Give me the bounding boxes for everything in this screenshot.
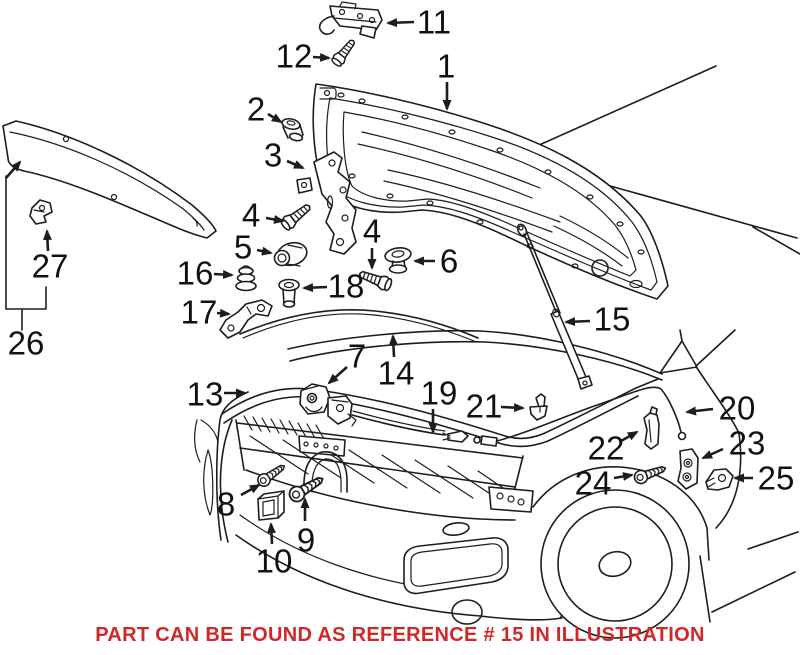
callout-6: 6 bbox=[440, 243, 458, 280]
part-21-clip-glyph bbox=[535, 393, 546, 408]
callout-3: 3 bbox=[264, 137, 282, 174]
callout-8: 8 bbox=[217, 486, 235, 523]
callout-17: 17 bbox=[181, 294, 218, 331]
callout-13: 13 bbox=[187, 376, 224, 413]
callout-23-arrow bbox=[701, 447, 724, 460]
part-18-sleeve-glyph bbox=[278, 278, 300, 308]
part-12-bolt-glyph bbox=[329, 35, 360, 69]
cable-rod-end bbox=[447, 430, 469, 443]
hood-panel bbox=[312, 83, 669, 300]
callout-12: 12 bbox=[276, 38, 313, 75]
part-25-clip-glyph bbox=[705, 468, 734, 491]
callout-23: 23 bbox=[729, 425, 766, 462]
part-2-grommet-glyph bbox=[281, 117, 304, 142]
callout-11: 11 bbox=[417, 4, 451, 41]
callout-10: 10 bbox=[256, 543, 293, 580]
part-22-release-handle-glyph bbox=[643, 406, 660, 450]
callout-1: 1 bbox=[437, 48, 455, 85]
wheel-hub bbox=[598, 550, 632, 578]
callout-9: 9 bbox=[297, 522, 315, 559]
part-11-safety-catch-glyph bbox=[318, 1, 383, 39]
callout-27-arrow bbox=[42, 229, 52, 252]
callout-5: 5 bbox=[234, 229, 252, 266]
callout-22-arrow bbox=[620, 430, 639, 443]
group-26-bracket bbox=[5, 175, 47, 331]
callout-10-arrow bbox=[266, 522, 276, 545]
callout-18-arrow bbox=[302, 283, 328, 293]
callout-22: 22 bbox=[588, 430, 625, 467]
callout-7-arrow bbox=[327, 366, 348, 385]
callout-20-arrow bbox=[685, 406, 714, 416]
callout-4-upper: 4 bbox=[242, 197, 260, 234]
part-10-sensor-glyph bbox=[257, 490, 285, 521]
callout-7: 7 bbox=[348, 338, 366, 375]
caption: PART CAN BE FOUND AS REFERENCE # 15 IN I… bbox=[95, 624, 705, 646]
callout-24-arrow bbox=[613, 472, 634, 481]
callout-24: 24 bbox=[575, 465, 612, 502]
callout-14: 14 bbox=[378, 355, 415, 392]
gas-strut bbox=[516, 223, 593, 390]
part-27-clip-glyph bbox=[29, 199, 53, 225]
wheel-and-fender bbox=[532, 466, 710, 639]
callout-15: 15 bbox=[594, 301, 631, 338]
part-24-screw-glyph bbox=[631, 461, 669, 487]
callout-11-arrow bbox=[386, 18, 415, 28]
part-8-screw-glyph bbox=[254, 460, 289, 490]
callout-19: 19 bbox=[421, 375, 458, 412]
callout-16: 16 bbox=[177, 255, 214, 292]
callout-21-arrow bbox=[500, 403, 525, 413]
callout-4-lower: 4 bbox=[363, 213, 381, 250]
part-16-buffer-glyph bbox=[235, 265, 257, 292]
part-3-hinge-glyph bbox=[296, 151, 357, 255]
part-23-bracket-glyph bbox=[677, 448, 699, 490]
part-4-bolt-upper-glyph bbox=[278, 199, 315, 233]
callout-4-upper-arrow bbox=[265, 215, 285, 224]
callout-2: 2 bbox=[247, 91, 265, 128]
callout-25: 25 bbox=[758, 460, 795, 497]
callout-12-arrow bbox=[312, 52, 331, 62]
front-bumper bbox=[194, 391, 569, 625]
callout-18: 18 bbox=[328, 268, 365, 305]
callout-27: 27 bbox=[32, 248, 69, 285]
part-9-screw-glyph bbox=[285, 471, 328, 506]
callout-14-arrow bbox=[388, 334, 398, 358]
callout-3-arrow bbox=[286, 159, 305, 170]
hood-release-cable bbox=[351, 386, 687, 447]
cowl-and-seal-lines bbox=[221, 309, 663, 448]
callout-15-arrow bbox=[564, 317, 591, 327]
part-6-buffer-glyph bbox=[384, 247, 412, 274]
callout-21: 21 bbox=[466, 388, 503, 425]
callout-17-arrow bbox=[216, 308, 231, 318]
callout-26: 26 bbox=[8, 325, 45, 362]
callout-8-arrow bbox=[240, 483, 261, 497]
callout-2-arrow bbox=[267, 112, 283, 124]
part-5-bushing-glyph bbox=[273, 241, 308, 267]
callout-16-arrow bbox=[213, 270, 234, 279]
part-7-hood-latch-glyph bbox=[299, 383, 357, 427]
insulation-pad bbox=[2, 120, 217, 239]
callout-5-arrow bbox=[256, 246, 273, 256]
callout-20: 20 bbox=[719, 390, 756, 427]
part-17-bracket-glyph bbox=[219, 299, 273, 339]
group-26-arrow bbox=[5, 160, 22, 179]
